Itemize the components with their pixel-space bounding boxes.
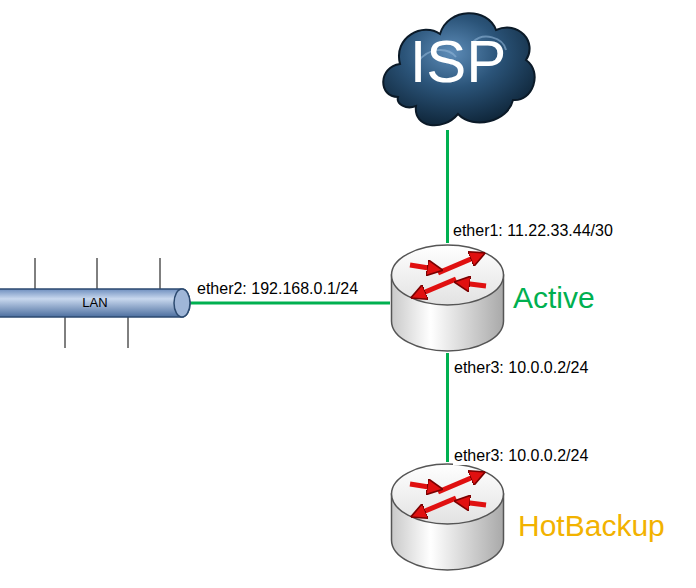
lan-drop <box>35 258 36 289</box>
router-icon: HotBackup <box>390 462 505 572</box>
router-icon: Active <box>390 243 505 353</box>
lan-drop <box>128 317 129 348</box>
interface-label: ether3: 10.0.0.2/24 <box>453 447 589 465</box>
interface-label: ether1: 11.22.33.44/30 <box>452 222 614 240</box>
network-link <box>446 130 449 243</box>
router-icon-shape <box>390 462 505 572</box>
router-icon-shape <box>390 243 505 353</box>
lan-bus: LAN <box>0 288 190 318</box>
bus-label: LAN <box>82 296 107 310</box>
lan-drop <box>160 258 161 289</box>
interface-label: ether2: 192.168.0.1/24 <box>196 280 359 298</box>
lan-drop <box>65 317 66 348</box>
network-link <box>446 353 449 462</box>
interface-label: ether3: 10.0.0.2/24 <box>453 359 589 377</box>
cloud-label: ISP <box>410 29 507 95</box>
router-label: Active <box>513 281 595 314</box>
router-label: HotBackup <box>518 509 665 542</box>
network-link <box>190 302 390 305</box>
isp-cloud: ISP <box>378 2 538 130</box>
lan-drop <box>97 258 98 289</box>
